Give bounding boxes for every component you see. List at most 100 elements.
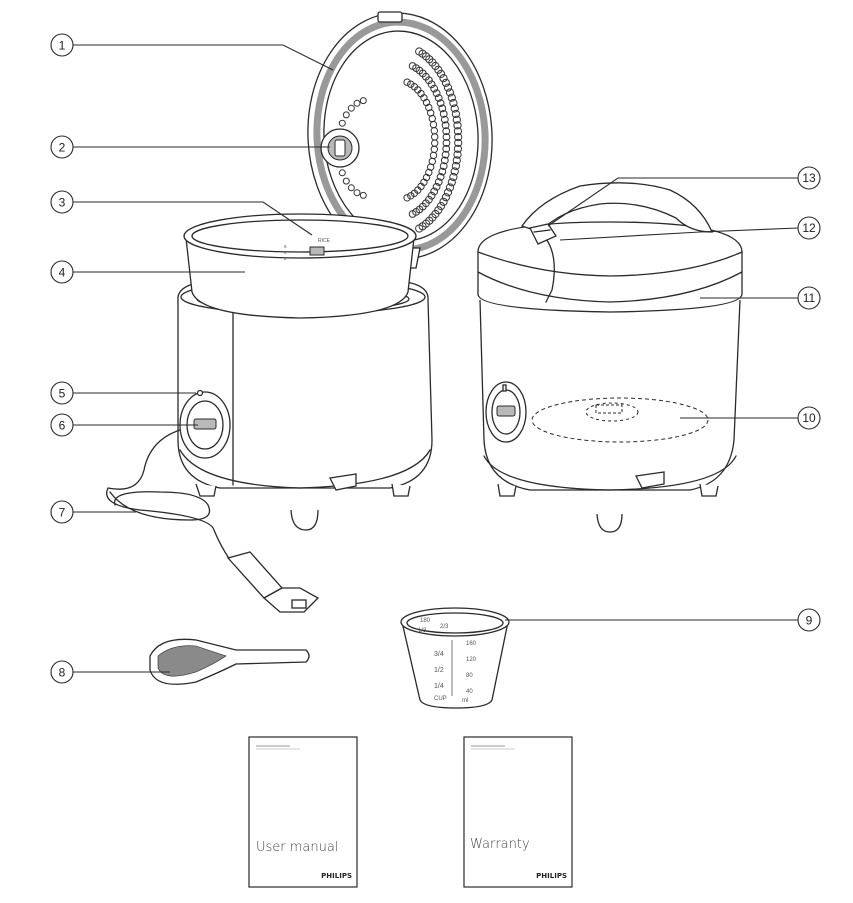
lid-hole — [451, 109, 460, 119]
steam-vent — [320, 128, 360, 168]
lid-hole — [449, 172, 458, 182]
lid-hole — [342, 111, 350, 119]
cup-top-scale-2: 2/3 — [440, 624, 449, 630]
cup-left-scale-4: CUP — [434, 696, 447, 702]
lid-hole — [432, 182, 441, 191]
lid-hole — [440, 115, 449, 124]
open-lid — [307, 11, 493, 269]
callout-5-label: 5 — [59, 387, 66, 401]
lid-hole — [408, 210, 417, 218]
lid-hole — [441, 121, 450, 130]
lid-hole — [434, 178, 443, 186]
cooker-body-right — [479, 299, 741, 533]
callout-9: 9 — [797, 608, 821, 632]
callout-11-label: 11 — [803, 291, 816, 305]
lid-hole — [441, 193, 450, 202]
measuring-cup: 180 2/3 1/3 3/4 1/2 1/4 CUP 160 120 80 4… — [400, 607, 510, 709]
outer-lid — [477, 221, 743, 313]
callout-4-label: 4 — [59, 266, 66, 280]
lid-hole — [452, 156, 461, 165]
lid-hole — [430, 84, 439, 93]
cup-left-scale-2: 1/2 — [434, 667, 444, 674]
rice-spoon — [149, 638, 310, 685]
lid-hole — [432, 89, 441, 98]
pot-rice-marking: RICE — [318, 238, 331, 244]
lid-hole — [441, 150, 450, 159]
pot-level-2: 4 — [284, 250, 287, 255]
callout-7-label: 7 — [59, 506, 66, 520]
lid-hole — [443, 188, 453, 197]
heating-element — [531, 397, 709, 443]
lid-hole — [407, 192, 415, 200]
cup-left-scale-3: 1/4 — [434, 683, 444, 690]
lid-hole — [453, 150, 462, 159]
lid-hole — [415, 224, 424, 233]
lid-hole — [425, 76, 433, 85]
cup-right-scale-4: 40 — [466, 689, 473, 695]
lid-hole — [427, 80, 436, 89]
lid-hole — [453, 121, 462, 130]
lid-hole — [347, 104, 355, 112]
callout-2: 2 — [50, 135, 74, 159]
lid-hole — [359, 191, 367, 199]
lid-hole — [442, 144, 451, 153]
pot-level-1: 6 — [284, 244, 287, 249]
lid-hole — [439, 74, 448, 83]
lid-hole — [439, 110, 448, 118]
lid-hole — [434, 65, 443, 74]
cup-top-scale-3: 1/3 — [418, 628, 427, 634]
user-manual-title: User manual — [256, 840, 338, 855]
lid-release-button — [529, 223, 557, 245]
indicator-light — [196, 389, 204, 397]
lid-hole — [436, 202, 446, 211]
lid-hole — [442, 139, 451, 147]
pot-level-3: 2 — [284, 256, 287, 261]
lid-hole — [452, 115, 461, 124]
lid-hole — [454, 138, 463, 147]
callout-10: 10 — [797, 406, 821, 430]
callout-11: 11 — [797, 286, 821, 310]
lid-hole — [436, 173, 445, 181]
lid-hole — [445, 183, 455, 192]
lid-hole — [353, 99, 361, 107]
lid-hole — [453, 127, 462, 136]
lid-hole — [445, 88, 455, 97]
lid-hole — [430, 187, 439, 196]
callout-13-label: 13 — [802, 171, 816, 185]
callout-5: 5 — [50, 381, 74, 405]
callout-leaders — [73, 44, 799, 673]
lid-hole — [451, 161, 460, 171]
cup-top-scale-1: 180 — [420, 618, 431, 624]
callout-1: 1 — [50, 33, 74, 57]
cup-right-scale-5: ml — [462, 698, 468, 704]
lid-hole — [438, 167, 447, 176]
cook-switch-left — [179, 389, 231, 459]
lid-hole — [443, 83, 453, 92]
callout-1-label: 1 — [59, 39, 66, 53]
callout-13: 13 — [797, 166, 821, 190]
lid-hole — [441, 78, 450, 87]
callout-2-label: 2 — [59, 141, 66, 155]
cup-right-scale-1: 160 — [466, 641, 477, 647]
lid-hole — [403, 194, 411, 202]
callout-9-label: 9 — [806, 614, 813, 628]
lid-hole — [438, 104, 447, 113]
callout-10-label: 10 — [802, 411, 816, 425]
cook-switch-right — [485, 381, 527, 443]
callout-3-label: 3 — [59, 196, 66, 210]
warranty-title: Warranty — [470, 837, 530, 852]
callout-8: 8 — [50, 660, 74, 684]
lid-hole — [453, 144, 462, 153]
callout-7: 7 — [50, 500, 74, 524]
lid-hole — [359, 97, 367, 105]
cup-left-scale-1: 3/4 — [434, 651, 444, 658]
callout-4: 4 — [50, 260, 74, 284]
lid-hole — [447, 178, 456, 187]
inner-pot: RICE 6 4 2 — [183, 213, 417, 319]
lid-hole — [427, 191, 436, 200]
lid-hole — [338, 169, 346, 177]
lid-hole — [450, 104, 459, 113]
lid-hole — [449, 98, 458, 108]
lid-hole — [442, 133, 451, 141]
